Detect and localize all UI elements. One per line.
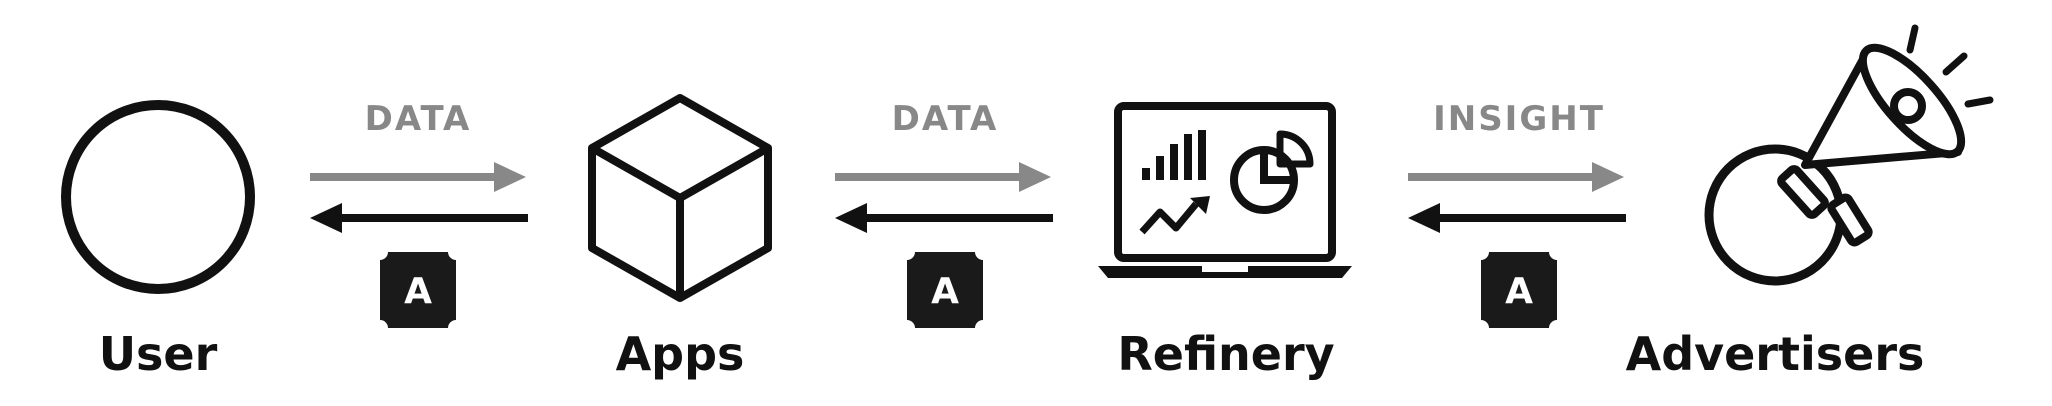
cube-icon xyxy=(588,94,772,302)
arrow-left-icon xyxy=(835,203,1053,233)
flow-refinery-advertisers: INSIGHT A xyxy=(1408,99,1626,328)
token-badge-icon: A xyxy=(380,252,456,328)
flow-label-insight: INSIGHT xyxy=(1433,99,1605,139)
token-badge-icon: A xyxy=(907,252,983,328)
arrow-left-icon xyxy=(1408,203,1626,233)
user-label: User xyxy=(99,327,218,381)
flow-user-apps: DATA A xyxy=(310,99,528,328)
token-badge-icon: A xyxy=(1481,252,1557,328)
sound-lines-icon xyxy=(1906,24,1994,108)
apps-node: Apps xyxy=(588,94,772,381)
refinery-label: Refinery xyxy=(1117,327,1334,381)
arrow-left-icon xyxy=(310,203,528,233)
user-node: User xyxy=(61,100,255,381)
arrow-right-icon xyxy=(310,162,526,192)
badge-letter: A xyxy=(931,271,959,312)
flow-label-data-1: DATA xyxy=(365,99,472,139)
advertisers-node: Advertisers xyxy=(1626,24,1994,381)
megaphone-icon xyxy=(1777,43,1966,247)
circle-icon xyxy=(61,100,255,294)
flow-apps-refinery: DATA A xyxy=(835,99,1053,328)
laptop-analytics-icon xyxy=(1098,102,1352,278)
badge-letter: A xyxy=(404,271,432,312)
arrow-right-icon xyxy=(1408,162,1624,192)
arrow-right-icon xyxy=(835,162,1051,192)
badge-letter: A xyxy=(1505,271,1533,312)
advertisers-label: Advertisers xyxy=(1626,327,1925,381)
apps-label: Apps xyxy=(616,327,745,381)
flow-label-data-2: DATA xyxy=(892,99,999,139)
circle-icon xyxy=(1704,144,1846,286)
refinery-node: Refinery xyxy=(1098,102,1352,381)
